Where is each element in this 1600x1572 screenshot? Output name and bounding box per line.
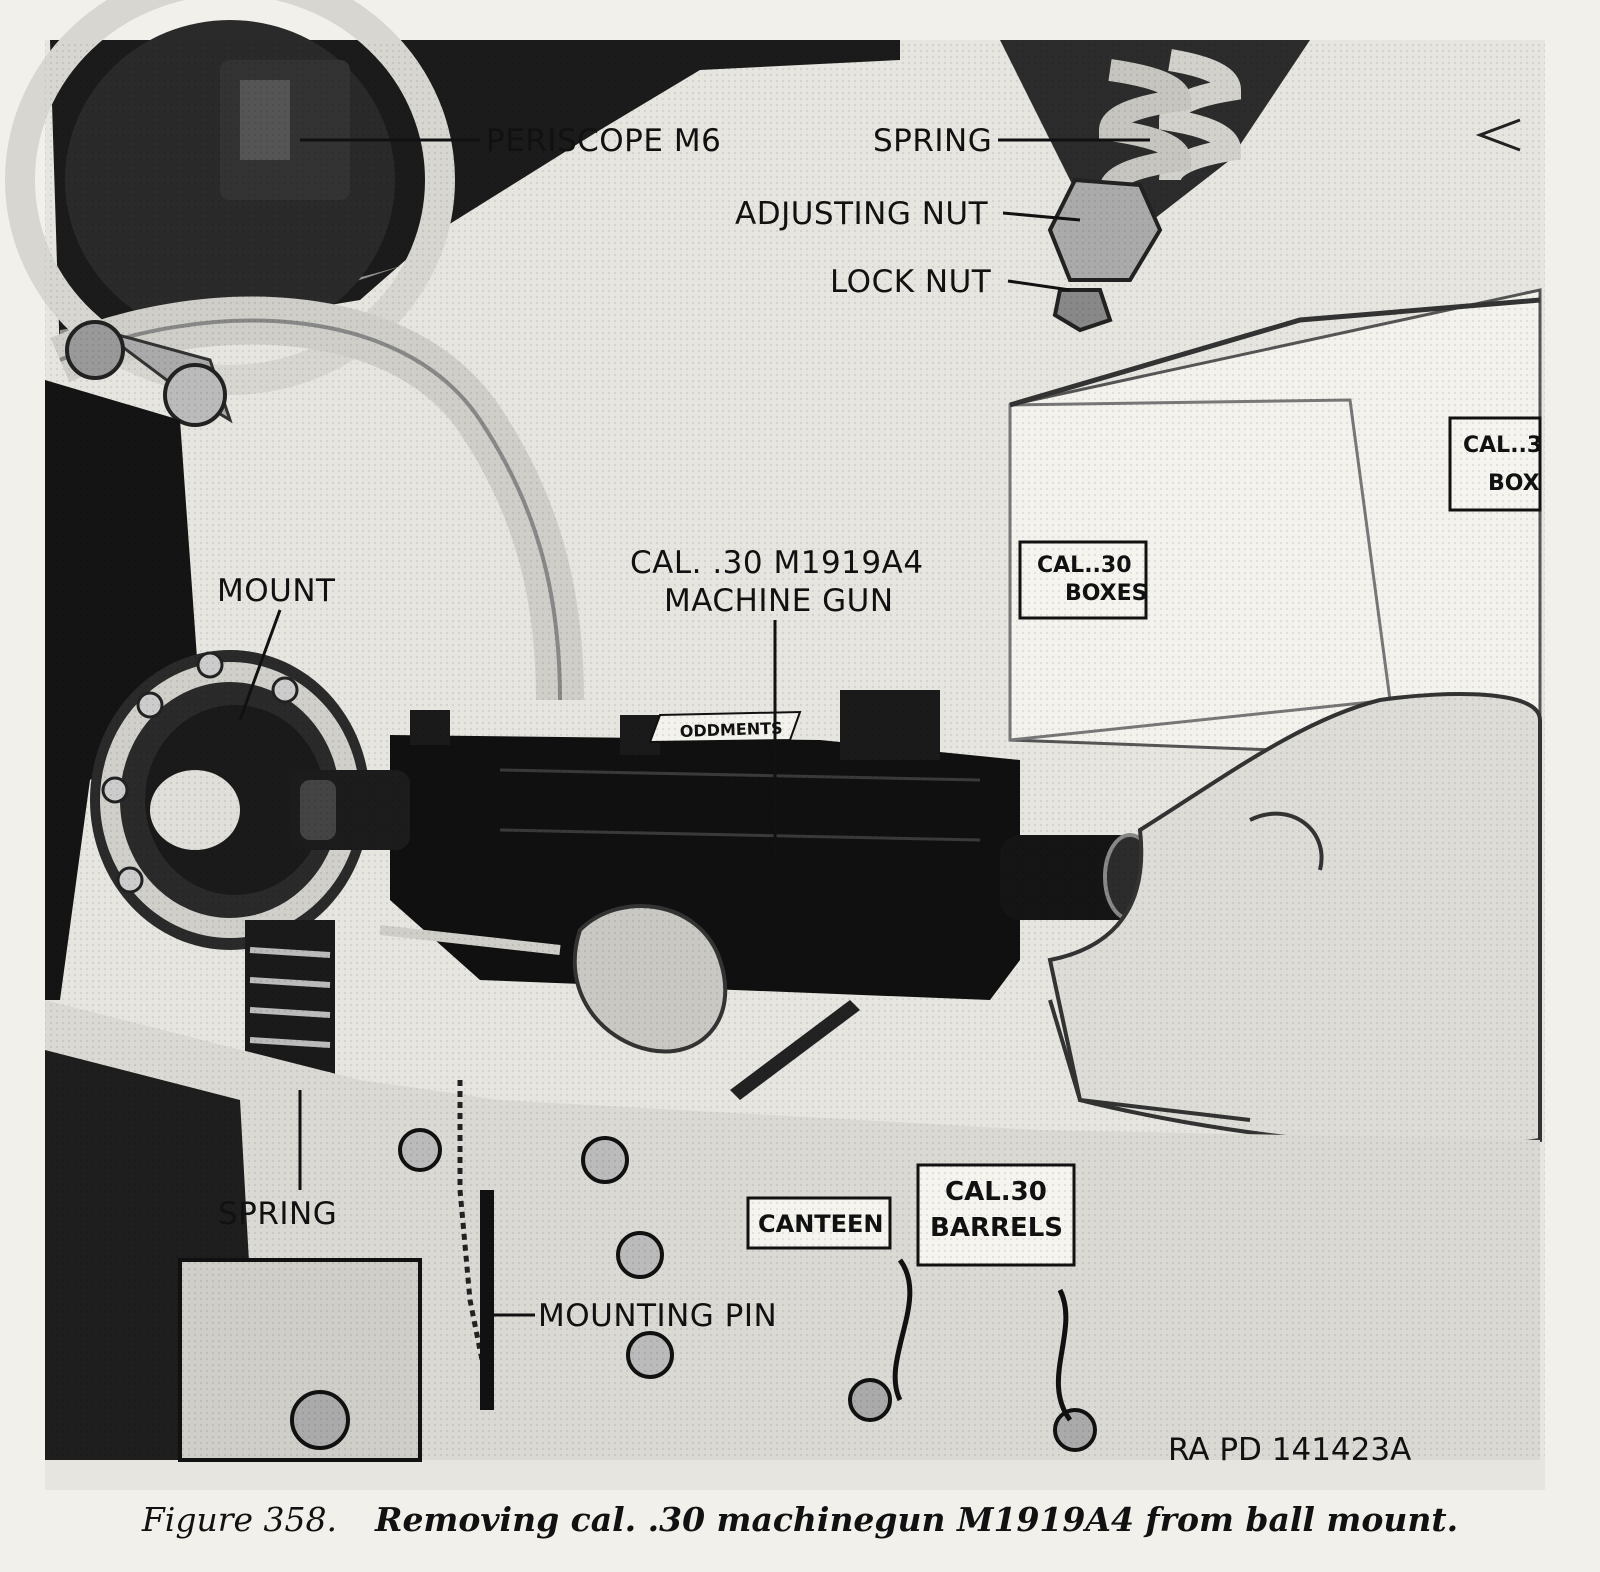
caption-figure-number: Figure 358. xyxy=(141,1500,338,1539)
tag-barrels-line1: CAL.30 xyxy=(945,1177,1047,1207)
photo-illustration: PERISCOPE M6 SPRING ADJUSTING NUT LOCK N… xyxy=(5,0,1545,1490)
label-mounting-pin: MOUNTING PIN xyxy=(538,1298,777,1334)
reference-number: RA PD 141423A xyxy=(1168,1432,1411,1468)
figure-caption: Figure 358. Removing cal. .30 machinegun … xyxy=(0,1500,1600,1539)
tag-cal30-boxes-line1: CAL..30 xyxy=(1037,553,1132,578)
caption-text: Removing cal. .30 machinegun M1919A4 fro… xyxy=(375,1500,1459,1539)
label-spring-top: SPRING xyxy=(873,123,992,159)
leader-lines xyxy=(238,138,1150,1317)
label-mount: MOUNT xyxy=(217,573,336,609)
label-spring-bottom: SPRING xyxy=(218,1196,337,1232)
label-adjusting-nut: ADJUSTING NUT xyxy=(735,196,989,232)
label-periscope-m6: PERISCOPE M6 xyxy=(486,123,721,159)
label-gun-line1: CAL. .30 M1919A4 xyxy=(630,545,924,581)
tag-canteen: CANTEEN xyxy=(758,1210,884,1238)
tag-barrels-line2: BARRELS xyxy=(930,1213,1063,1243)
tag-cal3-box-line1: CAL..3 xyxy=(1463,433,1542,458)
label-lock-nut: LOCK NUT xyxy=(830,264,992,300)
tag-oddments: ODDMENTS xyxy=(679,718,782,741)
label-gun-line2: MACHINE GUN xyxy=(664,583,894,619)
tag-cal30-boxes-line2: BOXES xyxy=(1065,581,1148,606)
tag-cal3-box-line2: BOX xyxy=(1488,471,1540,496)
